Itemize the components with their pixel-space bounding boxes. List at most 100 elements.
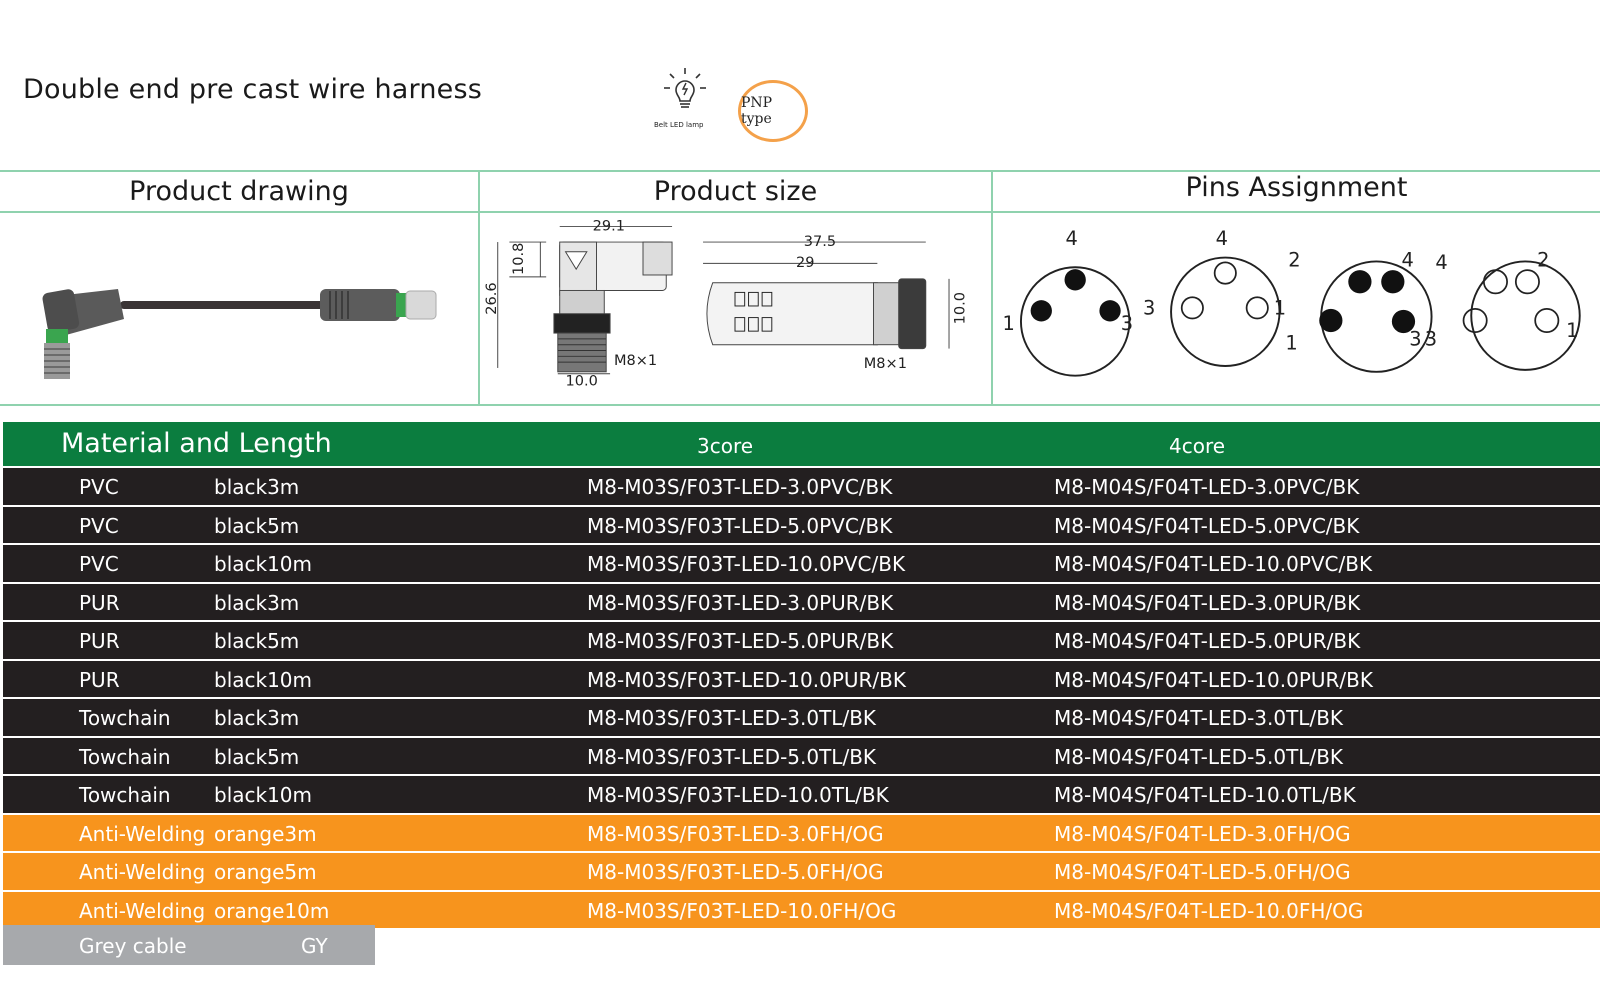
dim-thread-b: M8×1 (864, 356, 907, 372)
row-material: PVC (79, 513, 119, 538)
dim-thread-a: M8×1 (614, 353, 657, 369)
row-part-4core: M8-M04S/F04T-LED-10.0FH/OG (1054, 898, 1364, 923)
grey-cable-label: Grey cable (79, 934, 187, 958)
pin-label: 1 (1285, 332, 1297, 355)
divider (0, 170, 1600, 172)
pin-label: 3 (1425, 328, 1437, 351)
pin-dot (1064, 269, 1086, 291)
table-row: Anti-Welding orange3m M8-M03S/F03T-LED-3.0… (3, 814, 1600, 853)
dim-10-8: 10.8 (511, 243, 527, 275)
table-row: Anti-Welding orange10m M8-M03S/F03T-LED-10… (3, 891, 1600, 930)
pin-label: 4 (1402, 248, 1414, 271)
row-color-length: orange10m (214, 898, 330, 923)
row-part-3core: M8-M03S/F03T-LED-5.0FH/OG (587, 860, 884, 884)
row-part-3core: M8-M03S/F03T-LED-10.0TL/BK (587, 783, 889, 807)
product-size-drawing: 29.1 10.8 26.6 M8×1 10.0 37.5 29 10.0 M8… (484, 218, 969, 389)
pins-diagram: 4 1 3 4 3 1 2 4 1 3 4 2 3 1 (1003, 227, 1581, 377)
pin-label: 4 (1216, 227, 1228, 250)
row-color-length: black3m (214, 590, 300, 615)
row-color-length: black10m (214, 667, 313, 692)
row-color-length: black5m (214, 629, 300, 653)
row-color-length: orange5m (214, 860, 317, 884)
row-color-length: orange3m (214, 821, 317, 846)
row-part-4core: M8-M04S/F04T-LED-5.0FH/OG (1054, 860, 1351, 884)
dim-29: 29 (796, 255, 814, 271)
page-title: Double end pre cast wire harness (23, 74, 482, 105)
pin-label: 1 (1003, 312, 1015, 335)
table-row: Towchain black3m M8-M03S/F03T-LED-3.0TL/BK… (3, 699, 1600, 738)
grey-cable-code: GY (301, 934, 328, 958)
dim-37-5: 37.5 (804, 234, 836, 250)
part-number-table: Material and Length 3core 4core PVC black… (3, 422, 1600, 930)
row-part-4core: M8-M04S/F04T-LED-3.0PUR/BK (1054, 590, 1361, 615)
pin-label: 1 (1274, 297, 1286, 320)
pnp-type-badge: PNP type (738, 80, 808, 142)
grey-cable-row: Grey cable GY (3, 925, 375, 965)
row-color-length: black10m (214, 552, 313, 576)
row-material: PUR (79, 590, 120, 615)
dim-10-0a: 10.0 (566, 373, 598, 389)
row-part-3core: M8-M03S/F03T-LED-3.0PUR/BK (587, 590, 894, 615)
divider (0, 211, 1600, 213)
row-part-4core: M8-M04S/F04T-LED-3.0PVC/BK (1054, 475, 1360, 499)
row-material: PVC (79, 552, 119, 576)
section-pins-assignment: Pins Assignment (1185, 172, 1408, 203)
led-lamp-icon: Belt LED lamp (654, 66, 710, 136)
cable-photo (42, 289, 437, 379)
table-header: Material and Length 3core 4core (3, 422, 1600, 468)
divider (991, 171, 993, 406)
row-part-3core: M8-M03S/F03T-LED-3.0TL/BK (587, 706, 877, 730)
pin-label: 2 (1288, 248, 1300, 271)
section-product-drawing: Product drawing (129, 176, 349, 207)
row-part-3core: M8-M03S/F03T-LED-10.0PUR/BK (587, 667, 906, 692)
row-material: Anti-Welding (79, 898, 206, 923)
pin-label: 3 (1143, 297, 1155, 320)
dim-10-0b: 10.0 (953, 292, 969, 324)
row-part-4core: M8-M04S/F04T-LED-5.0PVC/BK (1054, 513, 1360, 538)
table-row: PUR black5m M8-M03S/F03T-LED-5.0PUR/BK M8-M… (3, 622, 1600, 661)
table-row: Anti-Welding orange5m M8-M03S/F03T-LED-5.0… (3, 853, 1600, 892)
row-part-3core: M8-M03S/F03T-LED-3.0FH/OG (587, 821, 884, 846)
row-material: Towchain (79, 783, 171, 807)
lamp-caption: Belt LED lamp (654, 121, 704, 129)
row-part-4core: M8-M04S/F04T-LED-10.0TL/BK (1054, 783, 1356, 807)
row-color-length: black5m (214, 513, 300, 538)
row-part-4core: M8-M04S/F04T-LED-5.0PUR/BK (1054, 629, 1361, 653)
header-material: Material and Length (61, 428, 332, 459)
row-material: Towchain (79, 706, 171, 730)
row-part-4core: M8-M04S/F04T-LED-5.0TL/BK (1054, 744, 1344, 769)
table-row: PUR black3m M8-M03S/F03T-LED-3.0PUR/BK M8-M… (3, 583, 1600, 622)
section-product-size: Product size (653, 176, 818, 207)
pin-label: 1 (1566, 319, 1578, 342)
table-row: PVC black3m M8-M03S/F03T-LED-3.0PVC/BK M8-M… (3, 468, 1600, 507)
row-part-3core: M8-M03S/F03T-LED-10.0FH/OG (587, 898, 897, 923)
row-material: PUR (79, 667, 120, 692)
header-3core: 3core (697, 434, 754, 458)
row-material: PUR (79, 629, 120, 653)
row-part-3core: M8-M03S/F03T-LED-10.0PVC/BK (587, 552, 906, 576)
row-material: Towchain (79, 744, 171, 769)
row-part-3core: M8-M03S/F03T-LED-5.0TL/BK (587, 744, 877, 769)
row-color-length: black3m (214, 706, 300, 730)
divider (0, 404, 1600, 406)
pin-label: 2 (1537, 248, 1549, 271)
row-part-3core: M8-M03S/F03T-LED-5.0PVC/BK (587, 513, 893, 538)
row-material: Anti-Welding (79, 860, 206, 884)
table-row: PVC black5m M8-M03S/F03T-LED-5.0PVC/BK M8-M… (3, 506, 1600, 545)
divider (478, 171, 480, 406)
pin-label: 3 (1409, 328, 1421, 351)
table-row: Towchain black5m M8-M03S/F03T-LED-5.0TL/BK… (3, 737, 1600, 776)
row-color-length: black5m (214, 744, 300, 769)
header-4core: 4core (1169, 434, 1226, 458)
row-part-3core: M8-M03S/F03T-LED-5.0PUR/BK (587, 629, 894, 653)
row-material: PVC (79, 475, 119, 499)
dim-26-6: 26.6 (484, 282, 500, 314)
row-part-3core: M8-M03S/F03T-LED-3.0PVC/BK (587, 475, 893, 499)
pin-label: 4 (1066, 227, 1078, 250)
row-part-4core: M8-M04S/F04T-LED-3.0FH/OG (1054, 821, 1351, 846)
row-material: Anti-Welding (79, 821, 206, 846)
row-color-length: black3m (214, 475, 300, 499)
